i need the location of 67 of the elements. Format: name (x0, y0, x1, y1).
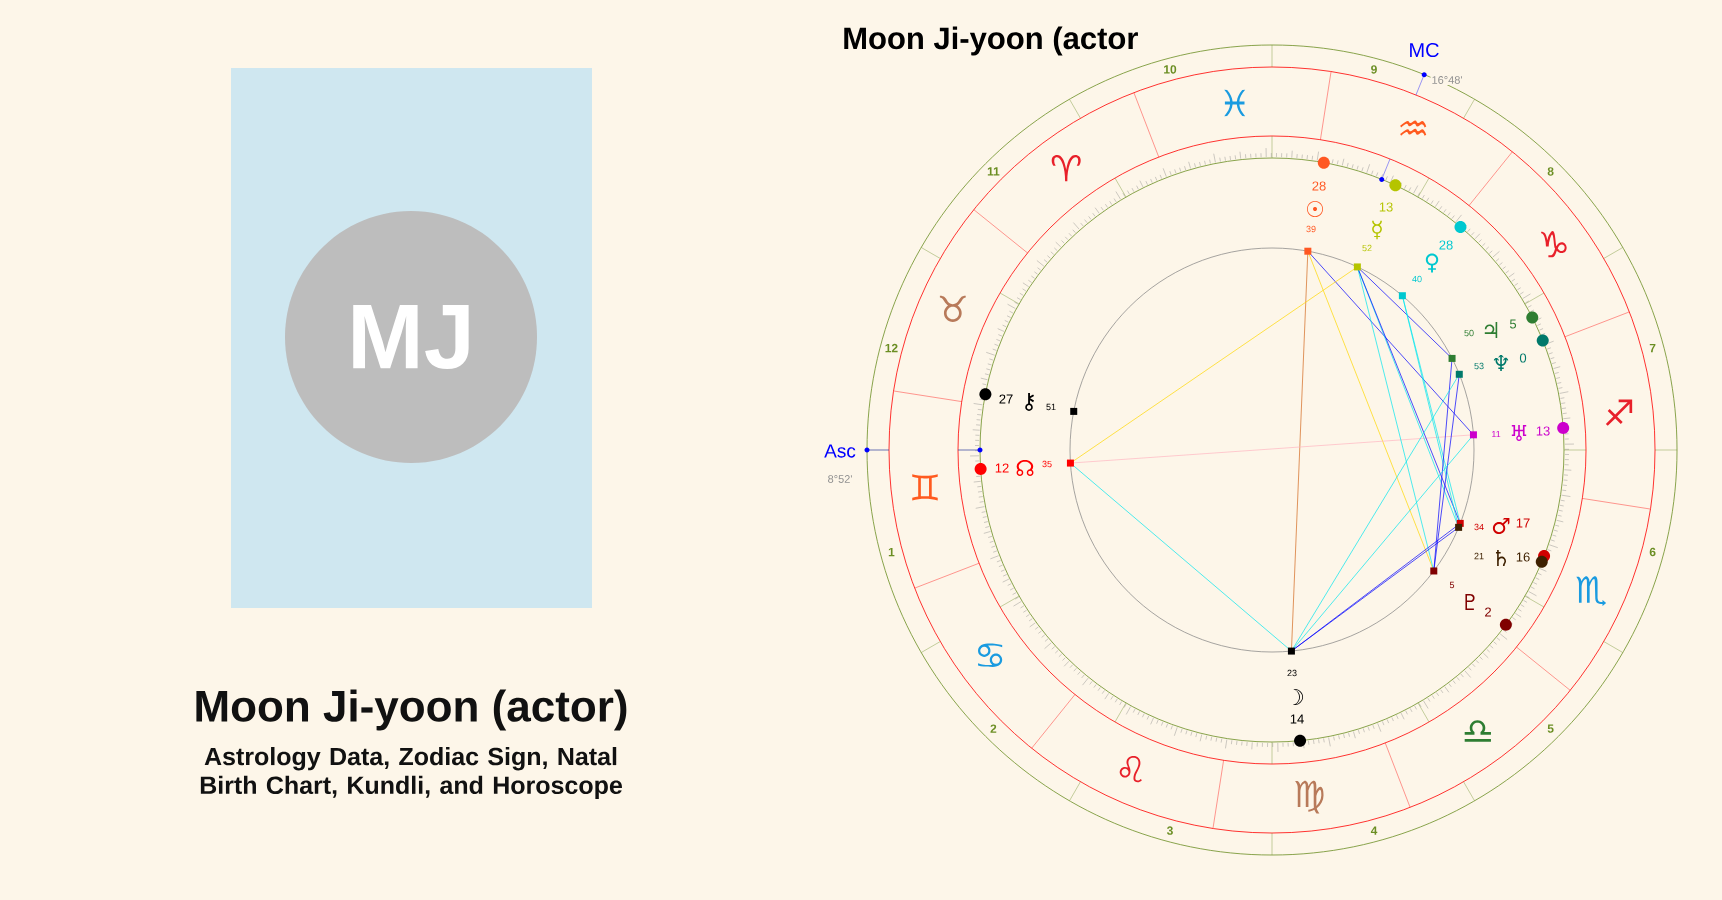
house-number: 10 (1164, 65, 1177, 74)
zodiac-sign-glyph: ♏ (1576, 576, 1607, 607)
degree-label: 14 (1290, 714, 1304, 724)
minute-label: 51 (1046, 403, 1056, 411)
planet-glyph: ☉ (1306, 200, 1324, 218)
planet-glyph: ♇ (1465, 593, 1475, 611)
zodiac-sign-glyph: ♎ (1464, 720, 1491, 742)
degree-label: 16 (1516, 552, 1530, 562)
minute-label: 50 (1464, 329, 1474, 337)
planet-glyph: ☊ (1016, 460, 1034, 476)
house-number: 9 (1371, 65, 1377, 74)
degree-label: 16°48' (1430, 75, 1464, 85)
degree-label: 13 (1379, 202, 1393, 212)
minute-label: 35 (1042, 460, 1052, 468)
degree-label: 28 (1312, 181, 1326, 191)
minute-label: 40 (1412, 275, 1422, 283)
minute-label: 53 (1474, 362, 1484, 370)
planet-glyph: ⚷ (1025, 393, 1035, 411)
planet-glyph: ♃ (1484, 321, 1498, 339)
chart-title: Moon Ji-yoon (actor (844, 26, 1138, 56)
zodiac-sign-glyph: ♉ (939, 295, 966, 322)
house-number: 5 (1547, 724, 1554, 733)
degree-label: 2 (1485, 607, 1491, 617)
degree-label: 28 (1439, 240, 1453, 250)
subheading: Astrology Data, Zodiac Sign, Natal Birth Chart, Kundli, and Horoscope (200, 747, 622, 800)
planet-glyph: ♆ (1493, 354, 1509, 372)
zodiac-sign-glyph: ♒ (1400, 120, 1427, 136)
zodiac-sign-glyph: ♌ (1119, 756, 1142, 783)
zodiac-sign-glyph: ♋ (978, 643, 1003, 667)
house-number: 12 (885, 343, 898, 353)
house-number: 8 (1547, 167, 1554, 176)
planet-glyph: ♀ (1425, 253, 1439, 273)
house-number: 2 (990, 724, 997, 733)
zodiac-sign-glyph: ♐ (1605, 399, 1633, 426)
degree-label: 13 (1536, 426, 1550, 436)
house-number: 1 (888, 547, 895, 557)
minute-label: 5 (1449, 581, 1455, 589)
house-number: 4 (1370, 826, 1378, 835)
house-number: 7 (1649, 343, 1656, 353)
planet-glyph: ♂ (1492, 517, 1510, 535)
planet-glyph: ☿ (1372, 220, 1382, 240)
degree-label: 0 (1519, 353, 1527, 363)
planet-glyph: ♅ (1511, 424, 1527, 442)
zodiac-sign-glyph: ♊ (912, 474, 938, 501)
minute-label: 11 (1492, 430, 1501, 438)
zodiac-sign-glyph: ♈ (1051, 154, 1081, 182)
minute-label: 39 (1306, 225, 1316, 233)
degree-label: 17 (1516, 518, 1530, 528)
minute-label: 23 (1287, 669, 1297, 677)
minute-label: 52 (1362, 244, 1372, 252)
angle-label: Asc (824, 444, 856, 458)
minute-label: 34 (1474, 523, 1484, 531)
zodiac-sign-glyph: ♍ (1295, 780, 1324, 814)
degree-label: 27 (999, 394, 1013, 404)
heading: Moon Ji-yoon (actor) (196, 689, 627, 731)
degree-label: 8°52' (826, 474, 854, 484)
house-number: 6 (1649, 547, 1656, 557)
zodiac-sign-glyph: ♑ (1541, 231, 1567, 258)
degree-label: 12 (995, 463, 1009, 473)
zodiac-sign-glyph: ♓ (1224, 89, 1246, 117)
planet-glyph: ♄ (1495, 549, 1507, 567)
degree-label: 5 (1509, 319, 1517, 329)
house-number: 3 (1166, 826, 1173, 835)
angle-label: MC (1410, 42, 1439, 58)
planet-glyph: ☽ (1293, 689, 1304, 706)
minute-label: 21 (1474, 552, 1484, 560)
house-number: 11 (987, 167, 1000, 176)
